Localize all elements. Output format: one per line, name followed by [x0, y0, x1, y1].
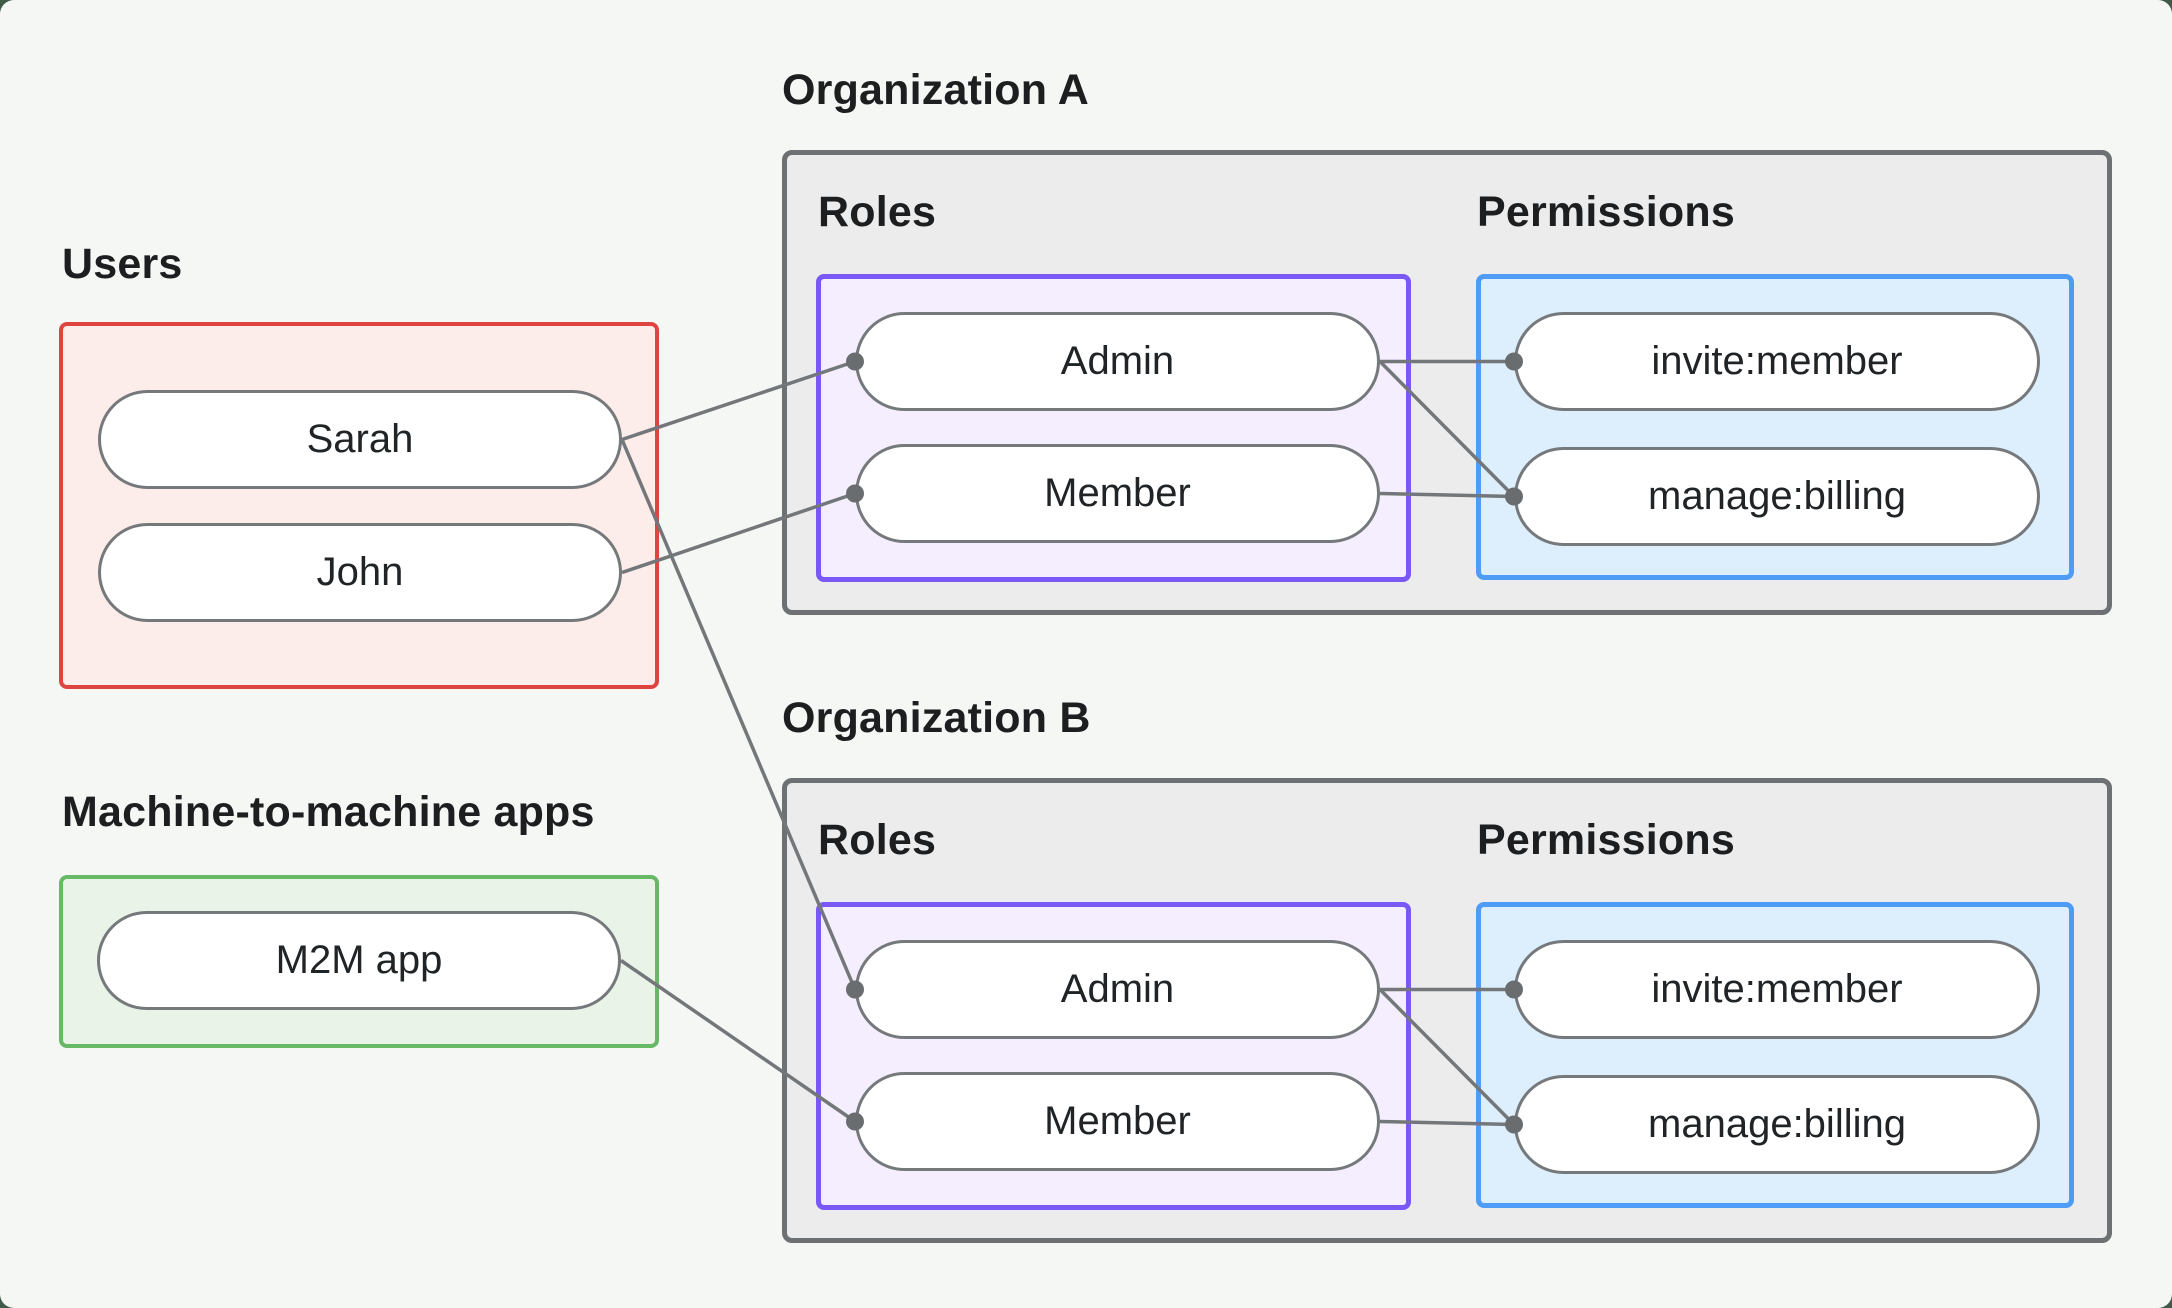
- org-a-role-admin-label: Admin: [1060, 339, 1175, 383]
- org-a-permission-manage-billing: manage:billing: [1514, 447, 2040, 546]
- org-a-permissions-label: Permissions: [1477, 188, 1735, 236]
- user-node-sarah-label: Sarah: [306, 417, 414, 461]
- org-b-permission-invite-member: invite:member: [1514, 940, 2040, 1039]
- org-b-title: Organization B: [782, 694, 1091, 742]
- org-a-roles-label: Roles: [818, 188, 937, 236]
- org-b-role-admin-label: Admin: [1060, 967, 1175, 1011]
- users-group-title: Users: [62, 240, 183, 288]
- org-a-permission-manage-billing-label: manage:billing: [1648, 474, 1906, 518]
- org-b-role-member-label: Member: [1044, 1099, 1191, 1143]
- m2m-group-title: Machine-to-machine apps: [62, 788, 595, 836]
- org-b-role-member: Member: [855, 1072, 1380, 1171]
- org-b-permissions-label: Permissions: [1477, 816, 1735, 864]
- org-b-roles-label: Roles: [818, 816, 937, 864]
- org-a-role-admin: Admin: [855, 312, 1380, 411]
- user-node-john: John: [98, 523, 622, 622]
- org-b-permission-invite-member-label: invite:member: [1651, 967, 1903, 1011]
- org-b-role-admin: Admin: [855, 940, 1380, 1039]
- users-group-box: [59, 322, 659, 689]
- org-a-permission-invite-member-label: invite:member: [1651, 339, 1903, 383]
- user-node-john-label: John: [316, 550, 404, 594]
- user-node-sarah: Sarah: [98, 390, 622, 489]
- m2m-app-node-label: M2M app: [275, 938, 443, 982]
- org-b-permission-manage-billing-label: manage:billing: [1648, 1102, 1906, 1146]
- org-a-role-member: Member: [855, 444, 1380, 543]
- org-a-permission-invite-member: invite:member: [1514, 312, 2040, 411]
- org-a-role-member-label: Member: [1044, 471, 1191, 515]
- org-b-permission-manage-billing: manage:billing: [1514, 1075, 2040, 1174]
- org-a-title: Organization A: [782, 66, 1089, 114]
- m2m-app-node: M2M app: [97, 911, 621, 1010]
